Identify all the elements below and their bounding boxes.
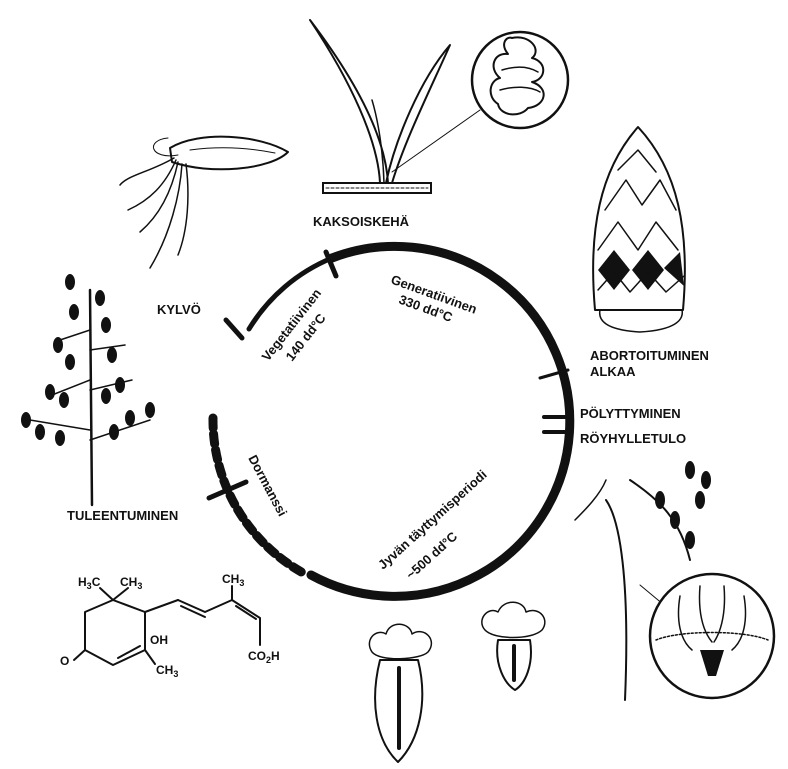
label-royhylletulo: RÖYHYLLETULO xyxy=(580,431,686,446)
phase-dormancy-name: Dormanssi xyxy=(245,452,290,518)
germinating-seed-illustration xyxy=(120,137,288,268)
chem-ch3-ring: CH3 xyxy=(120,575,142,591)
label-kaksoiskeha: KAKSOISKEHÄ xyxy=(313,214,410,229)
label-kylvo: KYLVÖ xyxy=(157,302,201,317)
label-tuleentuminen: TULEENTUMINEN xyxy=(67,508,178,523)
seedling-illustration xyxy=(310,20,480,193)
chem-o: O xyxy=(60,654,69,668)
developing-panicle-illustration xyxy=(593,127,685,332)
double-ridge-detail-circle xyxy=(472,32,568,128)
label-abortoituminen: ABORTOITUMINEN xyxy=(590,348,709,363)
abscisic-acid-structure: H3C CH3 CH3 OH CH3 O CO2H xyxy=(60,572,280,679)
developing-grain-illustrations xyxy=(369,602,544,762)
chem-oh: OH xyxy=(150,633,168,647)
ripe-oat-plant-illustration xyxy=(21,274,155,505)
chem-h3c: H3C xyxy=(78,575,101,591)
chem-ch3-chain: CH3 xyxy=(222,572,244,588)
sowing-tick xyxy=(226,320,242,338)
chem-co2h: CO2H xyxy=(248,649,280,665)
label-polyttyminen: PÖLYTTYMINEN xyxy=(580,406,681,421)
chem-ch3-bottom: CH3 xyxy=(156,663,178,679)
dormancy-dashed-arc xyxy=(213,418,305,574)
label-abortoituminen-alkaa: ALKAA xyxy=(590,364,636,379)
flower-detail-circle xyxy=(650,574,774,698)
development-cycle xyxy=(209,246,570,596)
